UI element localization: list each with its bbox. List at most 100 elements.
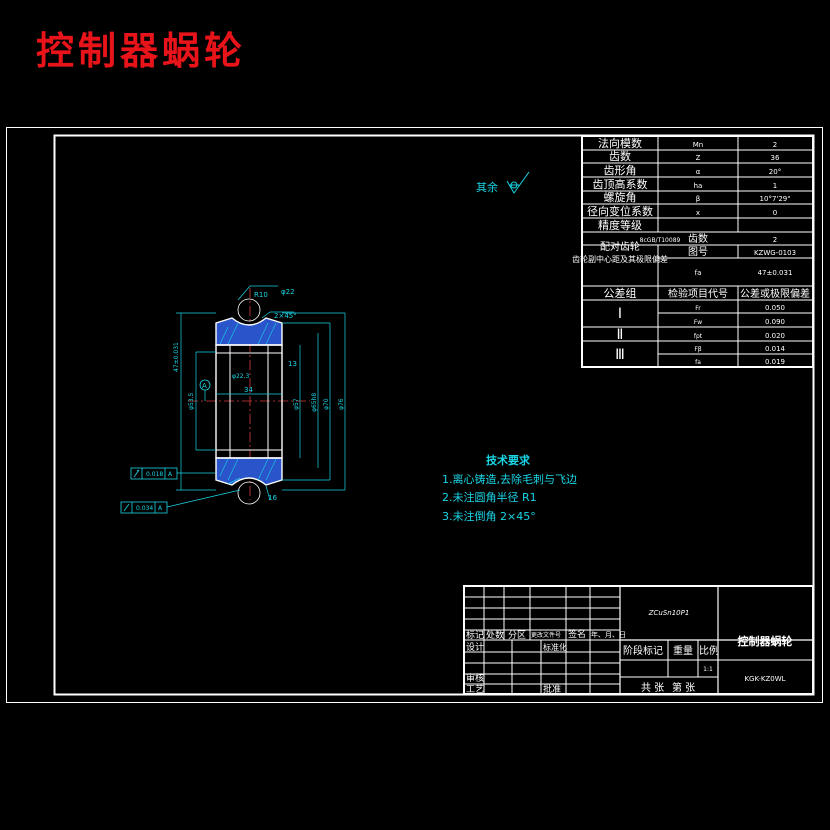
- param-value-4: 10°7'29": [760, 195, 791, 203]
- outer-frame: [6, 127, 823, 703]
- note-3: 3.未注倒角 2×45°: [442, 509, 536, 523]
- label-sign: 签名: [568, 628, 586, 640]
- tolerance-datum-2: A: [158, 505, 163, 512]
- label-mark: 标记: [466, 629, 484, 641]
- param-symbol-0: Mn: [693, 141, 703, 149]
- bottom-rim: [215, 457, 283, 486]
- label-weight: 重量: [673, 644, 693, 657]
- drawing-number: KGK-KZ0WL: [744, 675, 785, 683]
- tol-code-fb: Fβ: [694, 346, 701, 353]
- label-scale: 比例: [699, 644, 719, 657]
- roughness-circle-icon: [510, 181, 518, 189]
- technical-requirements: 技术要求 1.离心铸造,去除毛刺与飞边 2.未注圆角半径 R1 3.未注倒角 2…: [442, 453, 577, 523]
- center-distance-value: 47±0.031: [758, 269, 793, 277]
- param-value-0: 2: [773, 141, 777, 149]
- label-approve: 批准: [543, 683, 561, 695]
- label-sheet-number: 第 张: [672, 681, 695, 694]
- param-name-4: 螺旋角: [604, 190, 637, 204]
- roughness-symbol-icon: [506, 171, 530, 194]
- param-symbol-3: ha: [694, 182, 703, 190]
- tol-header-group: 公差组: [604, 286, 637, 300]
- scale-value: 1:1: [703, 666, 713, 673]
- tolerance-value-2: 0.034: [136, 505, 153, 512]
- label-process: 工艺: [466, 684, 484, 695]
- top-rim: [215, 317, 283, 346]
- tol-group-3: Ⅲ: [615, 347, 625, 363]
- param-symbol-2: α: [696, 168, 701, 176]
- tol-code-fr: Fr: [695, 305, 701, 312]
- dim-16: 16: [268, 494, 277, 502]
- tol-value-fr: 0.050: [765, 304, 785, 312]
- mating-teeth-value: 2: [773, 236, 777, 244]
- label-date: 年、月、日: [591, 630, 626, 639]
- dimension-lines: [176, 285, 346, 501]
- label-change-doc: 更改文件号: [531, 631, 561, 639]
- dim-d22-3: φ22.3: [232, 373, 250, 380]
- tol-code-fa: fa: [695, 359, 701, 366]
- mating-drawing-value: KZWG-0103: [754, 249, 796, 257]
- page-title: 控制器蜗轮: [36, 28, 247, 73]
- note-2: 2.未注圆角半径 R1: [442, 490, 537, 504]
- dimension-texts: R10 φ22 2×45° 34 φ22.3 13 16 47±0.031 φ5…: [173, 288, 345, 502]
- center-distance-symbol: fa: [695, 269, 702, 277]
- param-value-2: 20°: [769, 168, 781, 176]
- parameter-table: [581, 135, 814, 368]
- part-name: 控制器蜗轮: [738, 634, 793, 648]
- label-total-sheets: 共 张: [641, 682, 664, 694]
- mating-sub-teeth: 齿数: [688, 232, 708, 245]
- label-count: 处数: [486, 629, 504, 641]
- label-stage-mark: 阶段标记: [623, 644, 663, 657]
- tolerance-frame-2: 0.034 A: [120, 489, 241, 514]
- dim-r10: R10: [254, 291, 268, 299]
- label-review: 审核: [466, 672, 484, 684]
- dim-d76: φ76: [338, 398, 345, 410]
- dim-center-distance: 47±0.031: [173, 342, 180, 372]
- runout-arrow-icon: [133, 469, 140, 478]
- param-value-1: 36: [771, 154, 780, 162]
- dim-chamfer: 2×45°: [274, 312, 297, 320]
- worm-wheel-section: [188, 288, 310, 505]
- title-block-text: ZCuSn10P1 控制器蜗轮 KGK-KZ0WL 标记 处数 分区 更改文件号…: [466, 609, 793, 695]
- tol-code-fw: Fw: [694, 319, 702, 326]
- label-design: 设计: [466, 641, 484, 653]
- tol-value-fpt: 0.020: [765, 332, 785, 340]
- center-distance-label: 齿轮副中心距及其极限偏差: [572, 254, 668, 264]
- tol-value-fa: 0.019: [765, 358, 785, 366]
- param-name-2: 齿形角: [604, 164, 637, 177]
- tol-code-fpt: fpt: [694, 333, 703, 340]
- param-name-1: 齿数: [609, 150, 631, 163]
- param-symbol-5: x: [696, 209, 700, 217]
- notes-title: 技术要求: [486, 453, 531, 467]
- dim-d70: φ70: [323, 398, 330, 410]
- label-standardize: 标准化: [543, 642, 567, 652]
- tol-value-fw: 0.090: [765, 318, 785, 326]
- material: ZCuSn10P1: [648, 609, 690, 617]
- mating-sub-drawing: 图号: [688, 246, 708, 258]
- note-1: 1.离心铸造,去除毛刺与飞边: [442, 472, 577, 486]
- dim-d65: φ65h8: [311, 393, 318, 412]
- tooth-circle-top: [237, 298, 261, 322]
- param-name-0: 法向模数: [598, 136, 642, 150]
- param-symbol-1: Z: [696, 154, 701, 162]
- roughness-label: 其余: [476, 180, 498, 194]
- param-name-5: 径向变位系数: [587, 204, 653, 218]
- param-symbol-4: β: [696, 195, 700, 203]
- accuracy-label: 精度等级: [598, 218, 642, 232]
- inner-frame: [53, 134, 815, 696]
- bore-body: [215, 344, 283, 459]
- tol-header-code: 检验项目代号: [668, 287, 728, 300]
- tol-group-1: Ⅰ: [618, 306, 622, 322]
- tolerance-datum-1: A: [168, 471, 173, 478]
- dim-d53: φ53.5: [188, 393, 195, 411]
- roughness-note: 其余: [476, 171, 530, 194]
- dim-width-34: 34: [244, 386, 253, 394]
- param-name-3: 齿顶高系数: [593, 177, 648, 191]
- accuracy-value: 8cGB/T10089: [640, 237, 681, 244]
- tolerance-value-1: 0.018: [146, 471, 163, 478]
- dim-13: 13: [288, 360, 297, 368]
- tol-value-fb: 0.014: [765, 345, 786, 353]
- dim-d22: φ22: [281, 288, 295, 296]
- runout-arrow-icon-2: [123, 503, 130, 512]
- tolerance-frame-1: 0.018 A: [130, 467, 215, 480]
- parameter-table-text: 法向模数 Mn 2 齿数 Z 36 齿形角 α 20° 齿顶高系数 ha 1 螺…: [572, 136, 810, 366]
